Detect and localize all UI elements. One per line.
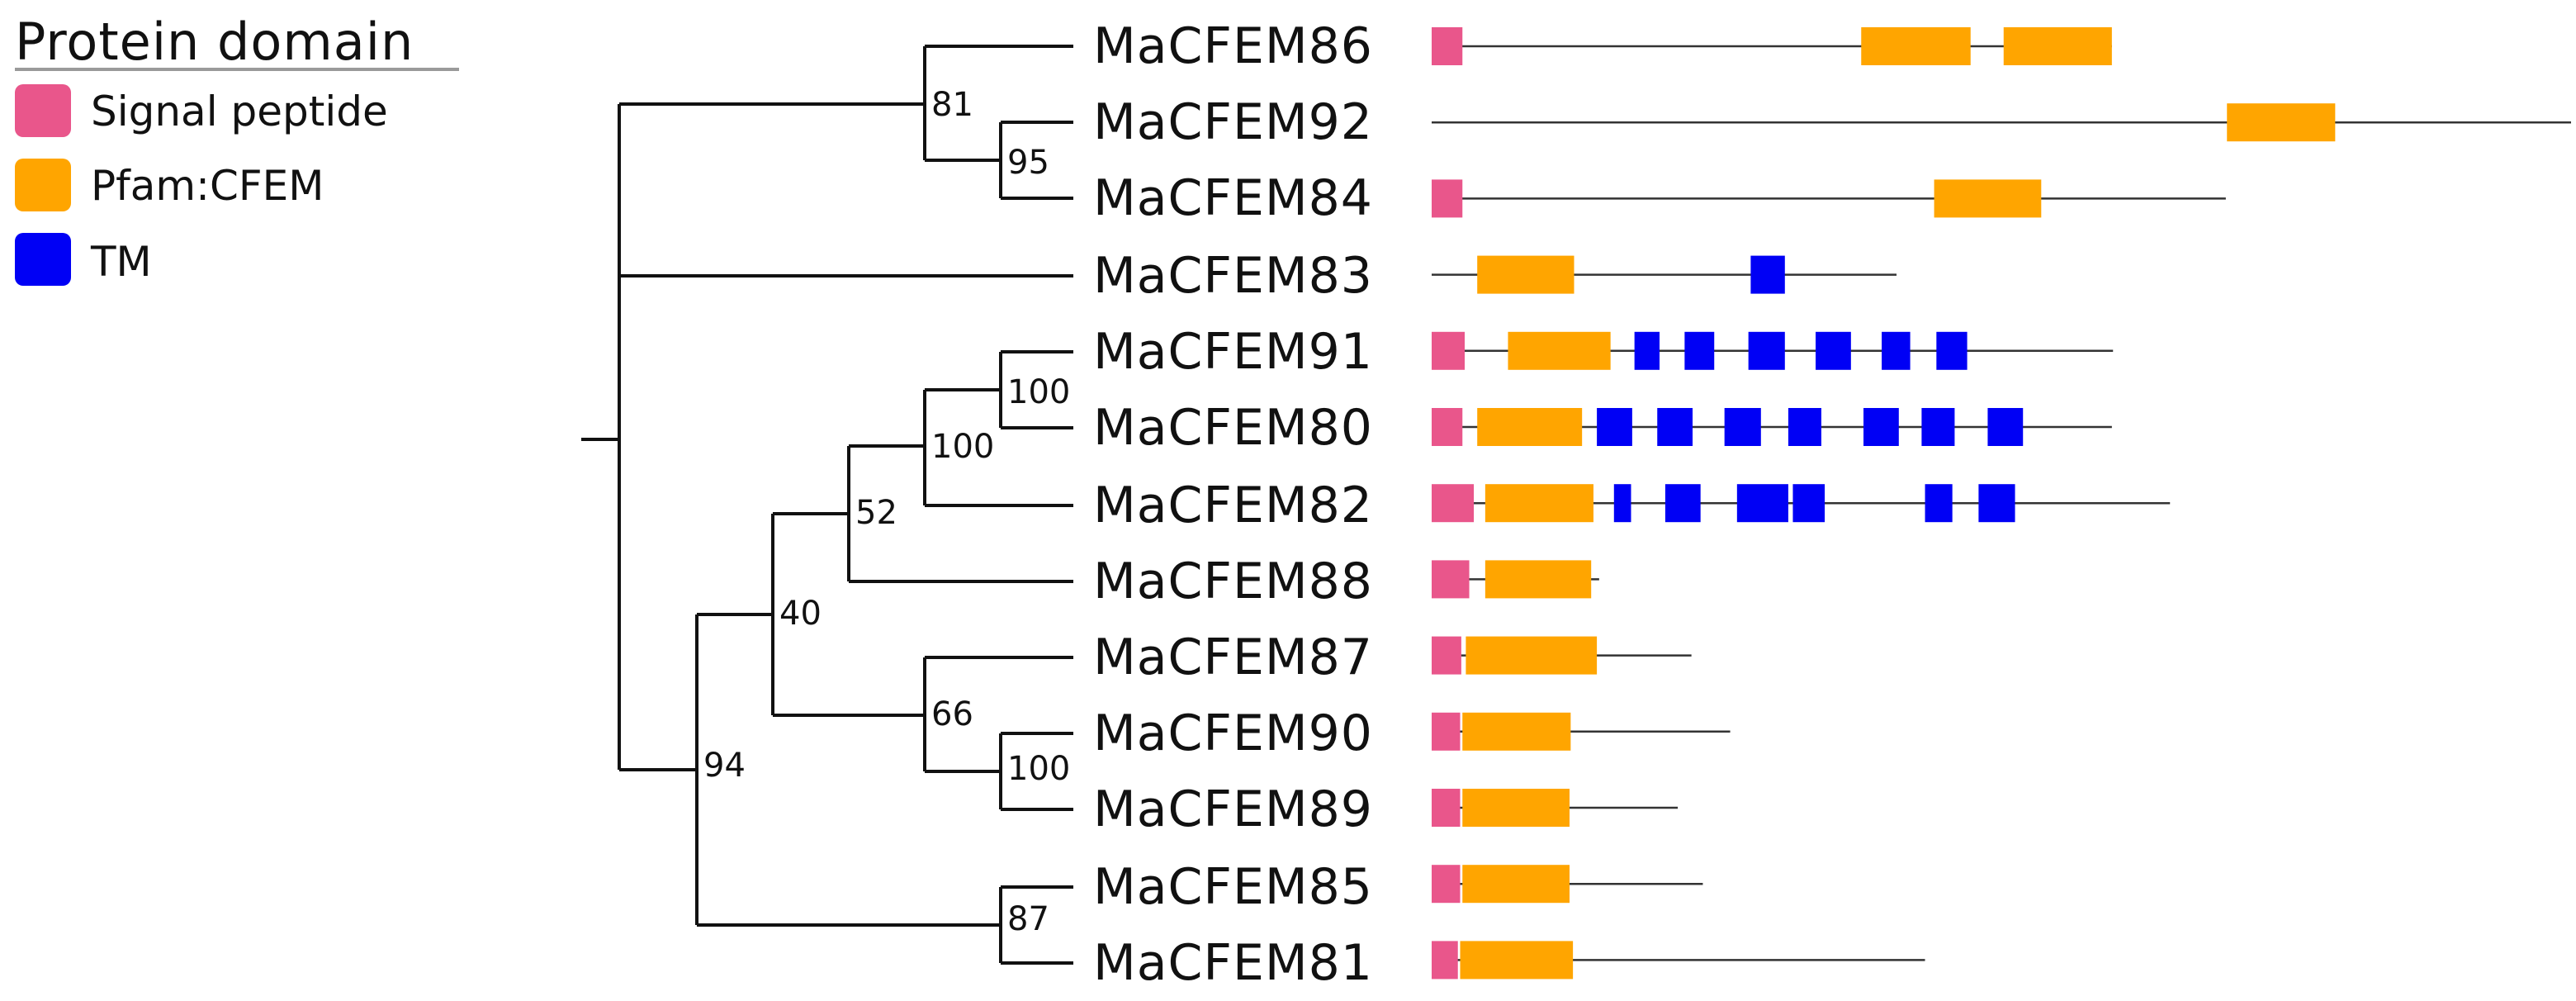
tm-domain [1921,408,1955,446]
tm-domain [1748,331,1785,370]
support-value: 40 [779,595,822,633]
taxon-labels: MaCFEM86 MaCFEM92 MaCFEM84 MaCFEM83 MaCF… [1093,17,1373,992]
tm-domain [1987,408,2024,446]
taxon-label: MaCFEM87 [1093,629,1373,686]
taxon-label: MaCFEM88 [1093,553,1373,610]
cfem-domain [1477,408,1583,446]
signal-domain [1432,179,1463,218]
domain-architectures [1432,27,2571,980]
cfem-domain [1462,712,1571,751]
cfem-domain [2227,103,2336,142]
legend-label-cfem: Pfam:CFEM [91,162,324,210]
support-value: 100 [1007,750,1070,788]
support-value: 81 [931,86,973,124]
legend-item-cfem: Pfam:CFEM [15,159,324,211]
tm-domain [1816,331,1851,370]
tm-domain [1664,484,1701,523]
legend-label-signal-peptide: Signal peptide [91,88,388,135]
support-value: 94 [703,747,746,785]
support-value: 87 [1007,900,1049,938]
domain-track-macfem82 [1432,484,2171,523]
signal-domain [1432,484,1475,523]
tm-domain [1925,484,1953,523]
tm-domain [1750,255,1785,294]
support-value: 100 [931,428,994,466]
taxon-label: MaCFEM90 [1093,704,1373,762]
tm-domain [1863,408,1899,446]
signal-domain [1432,560,1470,599]
signal-domain [1432,331,1466,370]
taxon-label: MaCFEM91 [1093,323,1373,381]
support-value: 52 [855,494,897,532]
cfem-domain [2003,27,2112,65]
signal-domain [1432,712,1461,751]
tm-domain [1788,408,1821,446]
taxon-label: MaCFEM82 [1093,477,1373,534]
signal-domain [1432,865,1461,904]
cfem-domain [1462,865,1570,904]
tm-domain [1597,408,1632,446]
support-value: 66 [931,695,973,733]
tm-domain [1978,484,2015,523]
tm-domain [1613,484,1631,523]
cfem-swatch [15,159,71,211]
domain-track-macfem92 [1432,103,2571,142]
cfem-domain [1477,255,1574,294]
phylogenetic-tree [581,45,1073,965]
signal-domain [1432,636,1461,675]
domain-track-macfem85 [1432,865,1703,904]
signal-domain [1432,789,1461,827]
support-value: 95 [1007,144,1049,182]
taxon-label: MaCFEM85 [1093,858,1373,916]
cfem-domain [1861,27,1971,65]
legend-label-tm: TM [90,238,152,286]
tm-domain [1684,331,1715,370]
taxon-label: MaCFEM92 [1093,93,1373,151]
legend: Protein domain Signal peptide Pfam:CFEM … [15,12,459,286]
domain-track-macfem83 [1432,255,1897,294]
domain-track-macfem89 [1432,789,1679,827]
signal-domain [1432,408,1463,446]
tm-domain [1792,484,1825,523]
tm-domain [1936,331,1968,370]
tm-domain [1634,331,1660,370]
tm-swatch [15,233,71,286]
tm-domain [1882,331,1911,370]
tm-domain [1736,484,1788,523]
taxon-label: MaCFEM80 [1093,399,1373,457]
signal-domain [1432,941,1458,980]
signal-domain [1432,27,1463,65]
support-values: 81 95 100 100 52 40 66 100 94 87 [703,86,1070,938]
domain-track-macfem86 [1432,27,2112,65]
cfem-domain [1485,484,1593,523]
cfem-domain [1485,560,1592,599]
cfem-domain [1934,179,2042,218]
support-value: 100 [1007,373,1070,411]
cfem-domain [1508,331,1611,370]
domain-track-macfem81 [1432,941,1925,980]
cfem-domain [1466,636,1598,675]
taxon-label: MaCFEM86 [1093,17,1373,75]
tm-domain [1724,408,1761,446]
cfem-domain [1460,941,1574,980]
cfem-domain [1462,789,1570,827]
domain-track-macfem91 [1432,331,2114,370]
taxon-label: MaCFEM81 [1093,934,1373,992]
legend-item-tm: TM [15,233,152,286]
domain-track-macfem87 [1432,636,1692,675]
legend-item-signal-peptide: Signal peptide [15,84,388,137]
legend-title: Protein domain [15,12,414,72]
taxon-label: MaCFEM84 [1093,169,1373,227]
domain-track-macfem90 [1432,712,1731,751]
domain-track-macfem84 [1432,179,2226,218]
signal-peptide-swatch [15,84,71,137]
taxon-label: MaCFEM89 [1093,780,1373,838]
domain-track-macfem88 [1432,560,1599,599]
tm-domain [1657,408,1693,446]
domain-track-macfem80 [1432,408,2112,446]
taxon-label: MaCFEM83 [1093,247,1373,305]
